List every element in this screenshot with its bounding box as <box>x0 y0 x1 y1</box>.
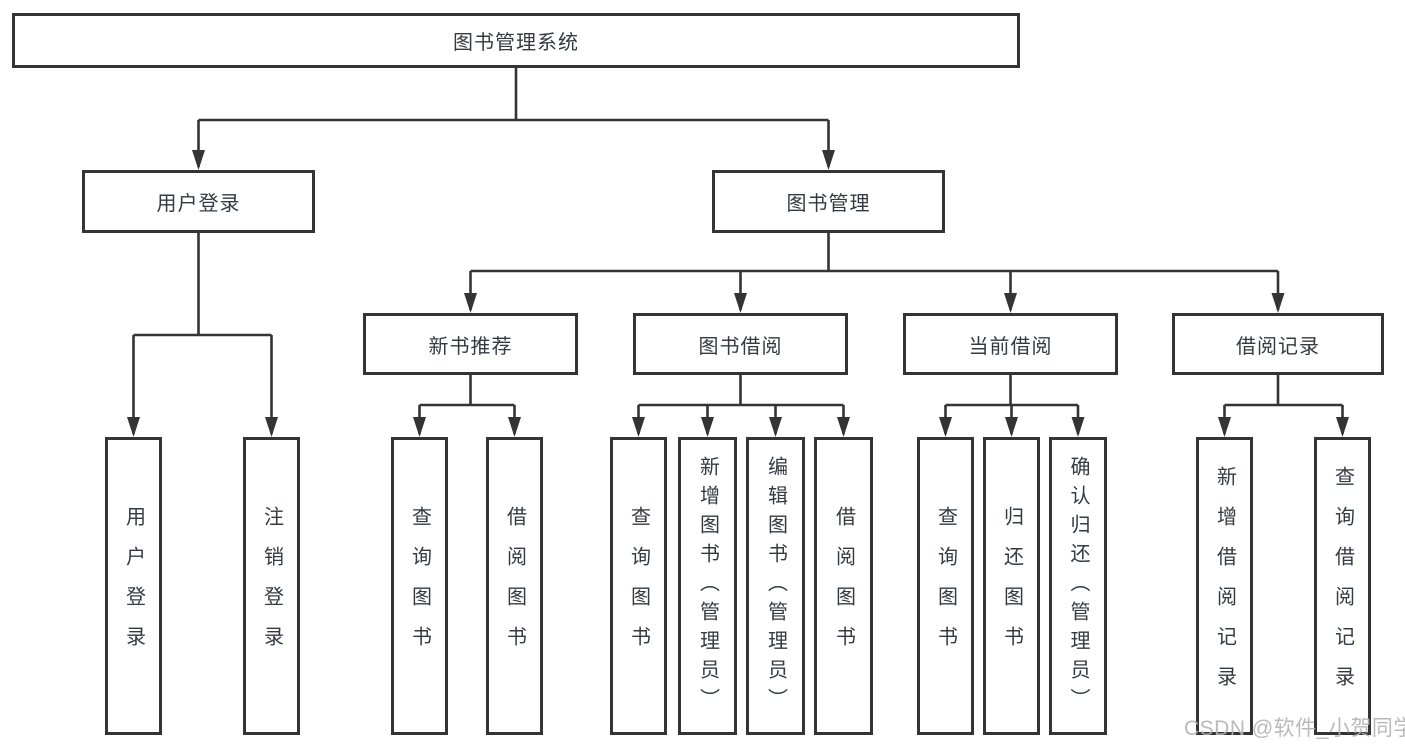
leaf-bb-query-books: 查询图书 <box>610 437 667 735</box>
node-root-system: 图书管理系统 <box>12 13 1020 68</box>
node-new-book-recommend: 新书推荐 <box>363 313 578 375</box>
csdn-watermark: CSDN @软件_小贺同学 <box>1184 717 1405 740</box>
leaf-cb-return-books: 归还图书 <box>983 437 1040 735</box>
leaf-bb-edit-books-admin: 编辑图书（管理员） <box>746 437 805 735</box>
leaf-nb-query-books: 查询图书 <box>391 437 448 735</box>
node-borrow-records: 借阅记录 <box>1172 313 1384 375</box>
leaf-user-login: 用户登录 <box>105 437 162 735</box>
node-book-borrow: 图书借阅 <box>633 313 848 375</box>
node-user-login: 用户登录 <box>82 170 315 233</box>
leaf-cb-query-books: 查询图书 <box>917 437 974 735</box>
leaf-bb-add-books-admin: 新增图书（管理员） <box>678 437 737 735</box>
leaf-nb-borrow-books: 借阅图书 <box>486 437 543 735</box>
leaf-cb-confirm-return-admin: 确认归还（管理员） <box>1049 437 1107 735</box>
leaf-logout: 注销登录 <box>243 437 300 735</box>
node-book-management: 图书管理 <box>712 170 945 233</box>
node-current-borrow: 当前借阅 <box>903 313 1118 375</box>
leaf-br-query-record: 查询借阅记录 <box>1314 437 1371 735</box>
leaf-bb-borrow-books: 借阅图书 <box>814 437 873 735</box>
leaf-br-add-record: 新增借阅记录 <box>1196 437 1253 735</box>
